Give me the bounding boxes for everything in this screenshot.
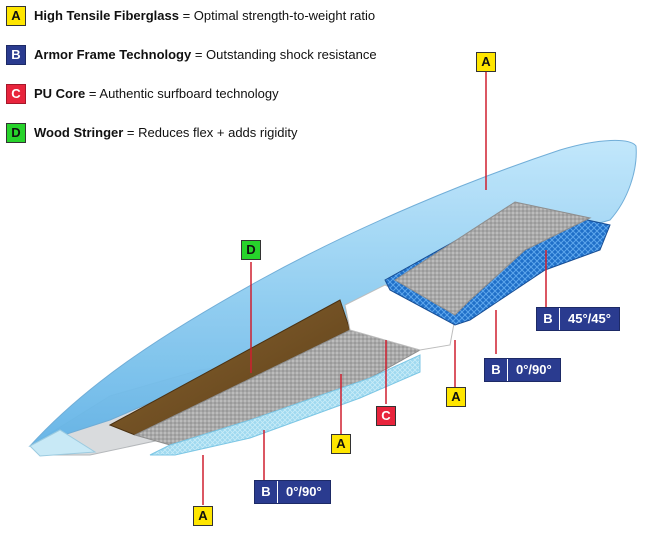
spec-b-mid-value: 0°/90° bbox=[516, 362, 552, 377]
spec-b-tail: B 45°/45° bbox=[536, 307, 620, 331]
pu-core-tail-shape bbox=[394, 201, 592, 316]
legend-badge-c: C bbox=[6, 84, 26, 104]
callout-a-top: A bbox=[476, 52, 496, 72]
spec-b-tail-letter: B bbox=[537, 308, 560, 330]
white-section-shape bbox=[344, 284, 456, 351]
callout-d-stringer: D bbox=[241, 240, 261, 260]
legend-badge-a: A bbox=[6, 6, 26, 26]
callout-lines bbox=[202, 70, 547, 505]
spec-b-mid-letter: B bbox=[485, 359, 508, 381]
spec-b-nose: B 0°/90° bbox=[254, 480, 331, 504]
callout-a-bottom: A bbox=[193, 506, 213, 526]
legend-desc-pu-core: = Authentic surfboard technology bbox=[85, 86, 279, 101]
spec-b-nose-value: 0°/90° bbox=[286, 484, 322, 499]
legend-term-armor-frame: Armor Frame Technology bbox=[34, 47, 192, 62]
legend-desc-fiberglass: = Optimal strength-to-weight ratio bbox=[178, 8, 376, 23]
legend-term-fiberglass: High Tensile Fiberglass bbox=[34, 8, 179, 23]
legend-term-wood-stringer: Wood Stringer bbox=[34, 125, 124, 140]
fiberglass-deck-shape bbox=[28, 139, 637, 448]
spec-b-mid: B 0°/90° bbox=[484, 358, 561, 382]
legend-badge-b: B bbox=[6, 45, 26, 65]
callout-a-rail: A bbox=[331, 434, 351, 454]
legend-desc-armor-frame: = Outstanding shock resistance bbox=[191, 47, 377, 62]
legend-badge-d: D bbox=[6, 123, 26, 143]
spec-b-tail-value: 45°/45° bbox=[568, 311, 611, 326]
rail-strip-shape bbox=[149, 354, 421, 456]
nose-tip-shape bbox=[29, 429, 97, 457]
spec-b-nose-letter: B bbox=[255, 481, 278, 503]
legend-term-pu-core: PU Core bbox=[34, 86, 86, 101]
callout-a-mid: A bbox=[446, 387, 466, 407]
legend-desc-wood-stringer: = Reduces flex + adds rigidity bbox=[123, 125, 298, 140]
callout-c-core: C bbox=[376, 406, 396, 426]
